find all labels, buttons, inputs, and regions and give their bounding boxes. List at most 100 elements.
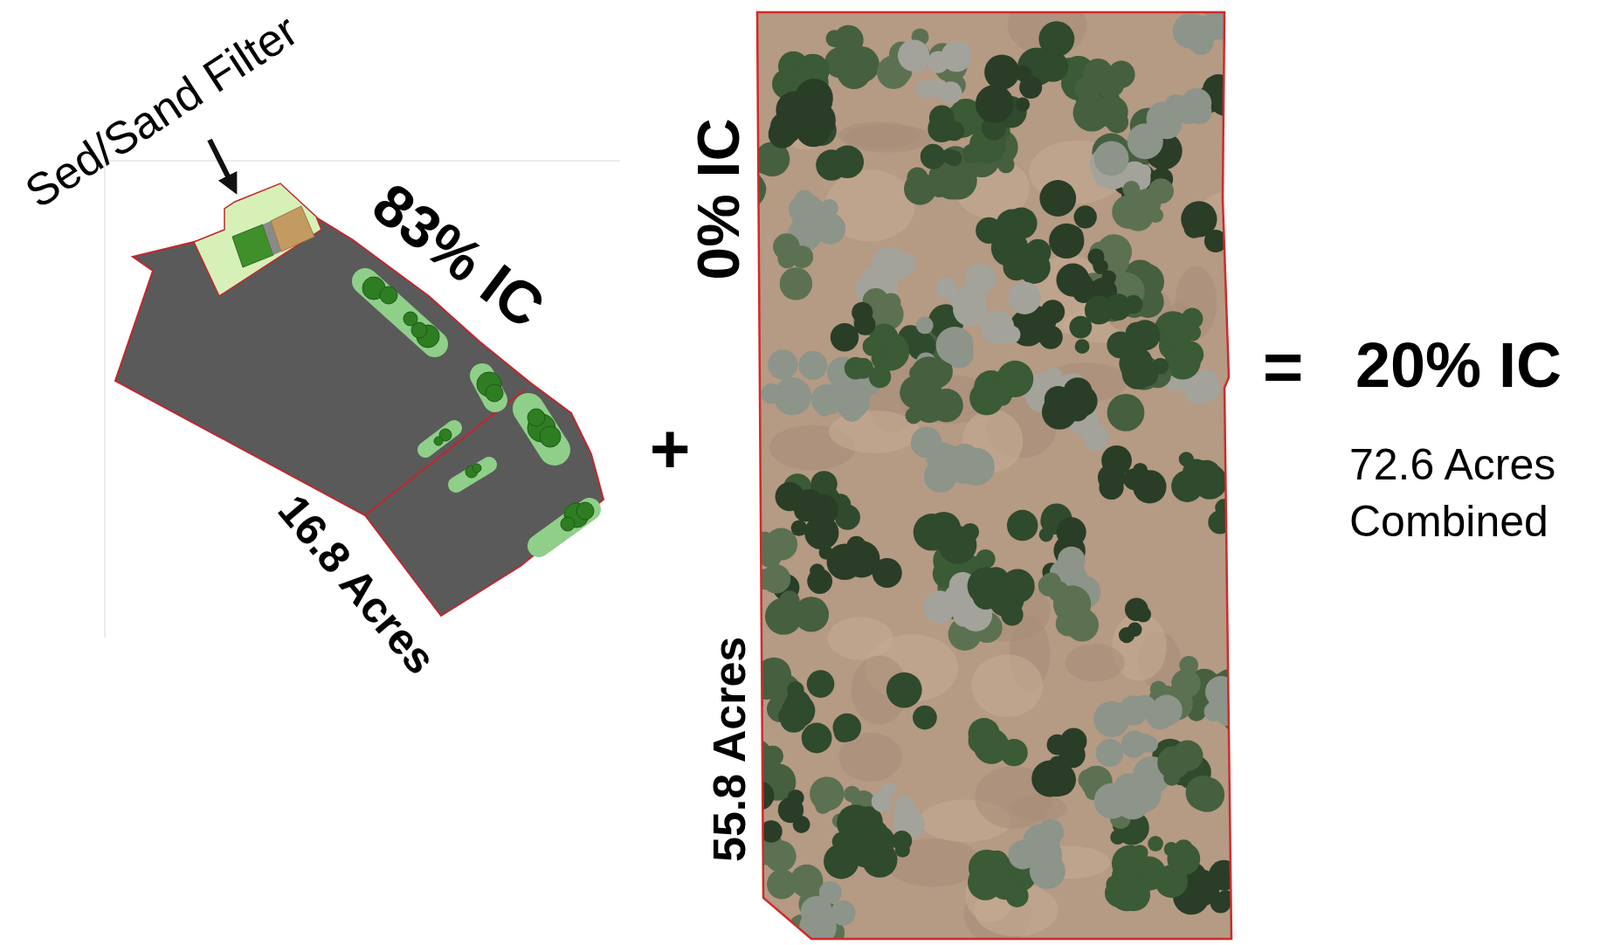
tree-canopy [1048,223,1084,259]
tree-canopy [935,276,958,299]
tree-canopy [831,145,864,179]
tree-canopy [929,388,963,422]
tree-canopy [965,263,997,295]
tree-canopy [1174,97,1201,125]
tree-canopy [980,310,1014,345]
tree-canopy [913,513,951,551]
tree-canopy [834,384,870,420]
tree-canopy [923,590,956,623]
tree-canopy [1131,127,1151,146]
tree-canopy [1065,397,1090,421]
tree-canopy [1000,603,1023,626]
tree-canopy [1129,319,1160,351]
tree-canopy [893,802,919,828]
tree-islands [365,281,590,546]
tree-canopy [972,723,993,743]
tree-canopy [1057,224,1076,242]
tree-canopy [984,55,1020,90]
tree-canopy [1003,254,1030,281]
tree [560,517,575,532]
tree-canopy [1015,96,1030,111]
tree-canopy [1141,736,1159,753]
aerial-photo [727,0,1251,945]
tree-canopy [862,268,878,284]
tree-canopy [1164,841,1180,857]
tree-canopy [1048,394,1063,409]
tree-canopy [756,531,773,548]
tree-canopy [1084,296,1114,325]
tree-canopy [792,207,828,244]
tree-canopy [1136,364,1159,387]
tree-canopy [766,845,783,862]
site-trees [362,276,594,532]
tree-canopy [1101,445,1132,476]
tree-canopy [975,84,1014,124]
tree-canopy [1055,611,1082,637]
tree-canopy [779,267,813,300]
tree-canopy [897,39,930,71]
tree [576,502,594,520]
tree-canopy [927,51,950,74]
tree-canopy [824,47,856,78]
tree-canopy [781,694,815,728]
ground-patch [885,838,982,887]
tree-canopy [827,544,863,580]
tree-canopy [871,791,893,813]
tree-canopy [916,317,934,335]
tree-canopy [832,713,862,743]
tree-canopy [791,245,814,269]
tree-canopy [1132,695,1156,718]
tree-canopy [952,605,975,628]
tree-canopy [997,156,1014,173]
tree-canopy [915,80,933,98]
tree [379,286,398,304]
tree-canopy [1059,741,1086,768]
tree-canopy [786,681,805,699]
tree-canopy [1096,96,1129,129]
tree-canopy [930,178,950,198]
tree-canopy [1151,695,1183,727]
tree-canopy [936,326,974,365]
crop-line [104,159,621,162]
tree-canopy [1179,451,1194,467]
tree-canopy [969,380,1004,415]
tree-canopy [882,252,911,281]
tree-canopy [972,583,1000,610]
ground-patch [827,616,893,660]
aerial-boundary [757,12,1232,939]
tree-canopy [964,302,982,320]
tree-canopy [766,868,797,899]
tree-canopy [1181,308,1204,331]
tree-canopy [794,115,820,140]
tree-canopy [912,705,938,731]
tree-canopy [1000,569,1035,604]
ground-patch [971,654,1043,718]
annotation-label: 55.8 Acres [703,636,757,863]
ground-patch [1010,794,1068,821]
tree-canopy [830,900,856,926]
tree-canopy [799,705,815,722]
tree-canopy [1074,205,1097,228]
tree-canopy [1082,58,1113,89]
tree-canopy [787,789,805,807]
tree-canopy [806,669,835,698]
tree [434,436,443,446]
tree-canopy [1132,469,1166,504]
tree-canopy [895,842,911,858]
tree-canopy [1172,740,1204,773]
tree-canopy [1038,574,1061,597]
tree-canopy [1192,460,1221,490]
tree-canopy [1135,606,1152,622]
tree-canopy [1106,331,1134,359]
tree-canopy [1039,527,1054,542]
tree-canopy [1184,218,1205,239]
tree-canopy [967,864,1004,901]
tree-canopy [1109,875,1146,912]
tree-canopy [1078,769,1100,791]
tree-canopy [1044,770,1061,787]
tree-canopy [793,596,829,632]
tree-canopy [1006,884,1029,908]
tree-canopy [1082,424,1110,451]
tree-canopy [1107,393,1145,432]
tree-canopy [1093,259,1109,275]
